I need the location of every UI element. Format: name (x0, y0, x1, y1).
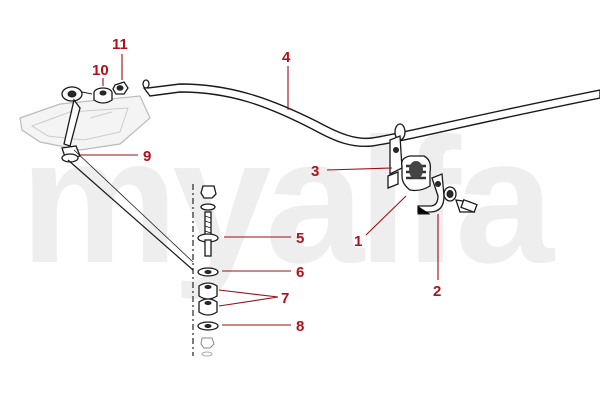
mount-bracket-3 (387, 135, 403, 189)
callout-8: 8 (296, 318, 304, 335)
leader-lines (80, 54, 439, 326)
lower-control-arm (19, 95, 151, 151)
clamp-2 (417, 173, 445, 215)
callout-9: 9 (143, 148, 151, 165)
assembly-guide-lines (67, 149, 194, 271)
callout-11: 11 (112, 36, 128, 53)
callout-6: 6 (296, 264, 304, 281)
callout-2: 2 (433, 283, 441, 300)
bushing-10 (93, 87, 113, 104)
callout-3: 3 (311, 163, 319, 180)
bolt-and-washer (443, 186, 478, 213)
rubber-bushing-1 (401, 155, 432, 192)
washer-6 (197, 267, 219, 277)
bushings-7 (198, 282, 218, 316)
washer-8 (197, 321, 219, 331)
stud-5 (197, 211, 219, 257)
callout-labels: 4 3 1 2 5 6 7 8 9 10 11 (92, 36, 441, 335)
callout-10: 10 (92, 62, 109, 79)
vertical-link-stack (192, 184, 219, 357)
callout-1: 1 (354, 233, 362, 250)
callout-4: 4 (282, 49, 291, 66)
callout-5: 5 (296, 230, 304, 247)
stabilizer-bar (142, 79, 600, 148)
nut-11 (112, 81, 129, 95)
callout-7: 7 (281, 290, 289, 307)
drop-link (61, 86, 93, 163)
